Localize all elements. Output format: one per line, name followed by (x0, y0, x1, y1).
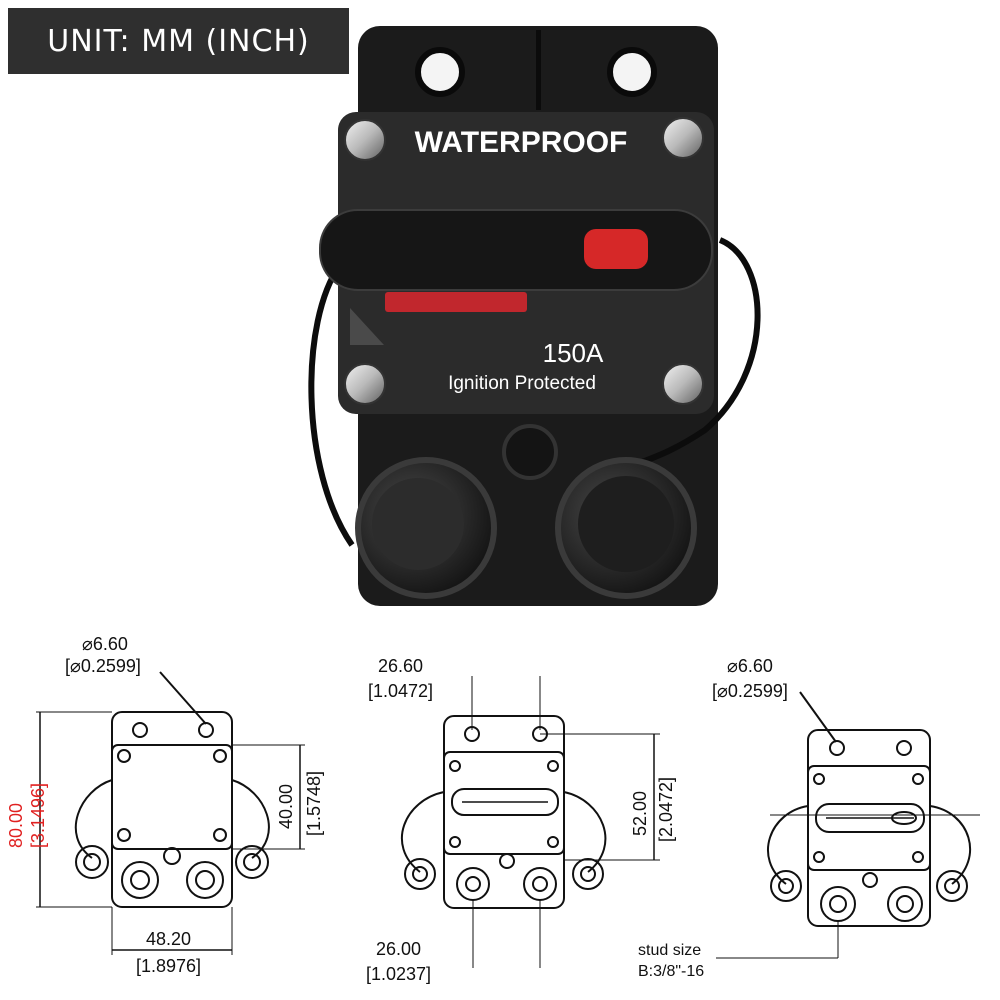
right-stud-label: stud size (638, 942, 701, 959)
product-subtitle: Ignition Protected (448, 373, 596, 394)
mid-cover-plate (443, 751, 565, 855)
reset-button-red (584, 229, 648, 269)
right-stud-left (820, 886, 856, 922)
front-side-terminal-left (75, 845, 109, 879)
front-leader-hole (159, 671, 207, 725)
front-screw-tl (117, 749, 131, 763)
right-cover-plate (807, 765, 931, 871)
mid-stud-right (523, 867, 557, 901)
front-screw-bl (117, 828, 131, 842)
wire-loop (308, 237, 761, 547)
trip-indicator-red (385, 292, 527, 312)
front-stud-right (186, 861, 224, 899)
front-width-in: [1.8976] (136, 956, 201, 976)
mid-stud-left (456, 867, 490, 901)
mounting-plate-divider (536, 30, 541, 110)
right-stud-spec: B:3/8"-16 (638, 963, 704, 980)
right-stud-right (887, 886, 923, 922)
bolt-top-left (344, 119, 386, 161)
right-plate-outline (807, 729, 931, 927)
front-plate-height-in: [1.5748] (304, 771, 324, 836)
front-side-terminal-right (235, 845, 269, 879)
front-height-in: [3.1496] (28, 783, 48, 848)
direction-arrow (350, 308, 384, 345)
mount-hole-right (607, 47, 657, 97)
front-stud-right-in (195, 870, 215, 890)
drawing-front-labels: ⌀6.60 [⌀0.2599] 80.00 [3.1496] 40.00 [1.… (6, 634, 324, 976)
front-hole-dia-mm: ⌀6.60 (82, 634, 128, 654)
front-wire (74, 779, 270, 859)
front-stud-left (121, 861, 159, 899)
front-plate-height-mm: 40.00 (276, 784, 296, 829)
front-stud-left-in (130, 870, 150, 890)
mid-hole-spacing-mm: 26.60 (378, 656, 423, 676)
bolt-top-right (662, 117, 704, 159)
mid-reset-lever (451, 788, 559, 816)
front-mount-hole-left (132, 722, 148, 738)
drawing-middle-view (401, 676, 660, 968)
front-side-terminal-right-in (243, 853, 261, 871)
mid-mount-height-in: [2.0472] (656, 777, 676, 842)
product-top-label: WATERPROOF (415, 126, 628, 159)
drawing-right-labels: ⌀6.60 [⌀0.2599] stud size B:3/8"-16 (638, 656, 788, 980)
front-height-mm: 80.00 (6, 803, 26, 848)
terminal-cap-left-top (372, 478, 464, 570)
reset-lever (319, 209, 713, 291)
front-hole-dia-in: [⌀0.2599] (65, 656, 141, 676)
unit-badge: UNIT: MM (INCH) (8, 8, 349, 74)
front-screw-br (213, 828, 227, 842)
front-center-port (163, 847, 181, 865)
right-reset-lever (815, 803, 925, 833)
mid-mount-height-mm: 52.00 (630, 791, 650, 836)
bolt-bottom-left (344, 363, 386, 405)
unit-label: UNIT: MM (INCH) (47, 23, 310, 59)
drawing-middle-labels: 26.60 [1.0472] 52.00 [2.0472] 26.00 [1.0… (366, 656, 676, 984)
right-leader-hole (799, 691, 837, 743)
circuit-breaker-product: WATERPROOF 150A Ignition Protected (308, 26, 761, 606)
right-hole-dia-mm: ⌀6.60 (727, 656, 773, 676)
right-hole-dia-in: [⌀0.2599] (712, 681, 788, 701)
center-port (502, 424, 558, 480)
mount-hole-left (415, 47, 465, 97)
mid-hole-spacing-in: [1.0472] (368, 681, 433, 701)
drawing-right-view (716, 691, 980, 959)
terminal-cap-right-top (578, 476, 674, 572)
front-side-terminal-left-in (83, 853, 101, 871)
front-screw-tr (213, 749, 227, 763)
mid-stud-spacing-in: [1.0237] (366, 964, 431, 984)
right-reset-button (891, 811, 917, 825)
drawing-front-view (36, 671, 305, 955)
product-rating: 150A (543, 338, 604, 368)
front-mount-hole-right (198, 722, 214, 738)
front-width-mm: 48.20 (146, 929, 191, 949)
bolt-bottom-right (662, 363, 704, 405)
mid-stud-spacing-mm: 26.00 (376, 939, 421, 959)
